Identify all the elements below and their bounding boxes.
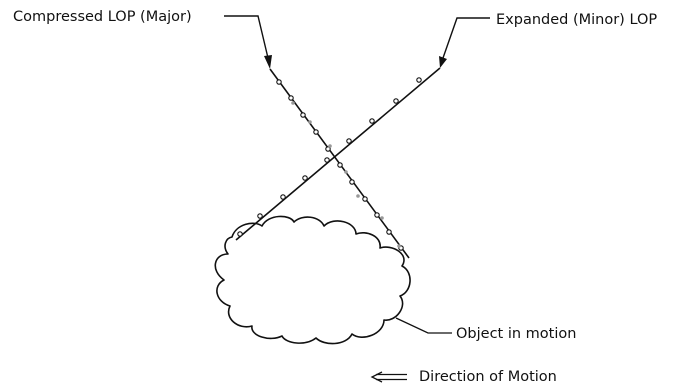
expanded-lop-marker (324, 157, 330, 163)
object-label: Object in motion (456, 326, 576, 342)
expanded-lop-marker (237, 231, 243, 237)
expanded-lop-leader (442, 17, 490, 59)
compressed-lop-marker (325, 146, 331, 152)
compressed-lop-leader (224, 15, 269, 59)
object-leader (395, 317, 452, 334)
compressed-lop-marker (300, 112, 306, 118)
trace-dot (291, 101, 295, 105)
compressed-lop-arrowhead (264, 55, 272, 69)
trace-dot (380, 216, 384, 220)
compressed-lop-label: Compressed LOP (Major) (13, 9, 192, 25)
expanded-lop-marker (416, 77, 422, 83)
expanded-lop-marker (302, 175, 308, 181)
compressed-lop-marker (288, 95, 294, 101)
direction-arrow-icon (370, 371, 407, 383)
compressed-lop-marker (276, 79, 282, 85)
direction-label: Direction of Motion (419, 369, 557, 385)
trace-dot (328, 144, 332, 148)
expanded-lop-label: Expanded (Minor) LOP (496, 12, 657, 28)
expanded-lop-marker (369, 118, 375, 124)
expanded-lop-marker (280, 194, 286, 200)
compressed-lop-trace (291, 101, 401, 248)
trace-dot (344, 170, 348, 174)
expanded-lop-marker (393, 98, 399, 104)
trace-dot (308, 120, 312, 124)
compressed-lop-marker (337, 162, 343, 168)
compressed-lop-marker (386, 229, 392, 235)
compressed-lop-marker (362, 196, 368, 202)
expanded-lop-marker (346, 138, 352, 144)
object-cloud (214, 215, 411, 345)
compressed-lop-markers (276, 79, 404, 251)
compressed-lop-marker (313, 129, 319, 135)
trace-dot (397, 244, 401, 248)
trace-dot (356, 194, 360, 198)
expanded-lop-marker (257, 213, 263, 219)
compressed-lop-marker (374, 212, 380, 218)
expanded-lop-line (235, 67, 441, 241)
expanded-lop-markers (237, 77, 422, 237)
compressed-lop-marker (349, 179, 355, 185)
expanded-lop-arrowhead (439, 56, 447, 68)
